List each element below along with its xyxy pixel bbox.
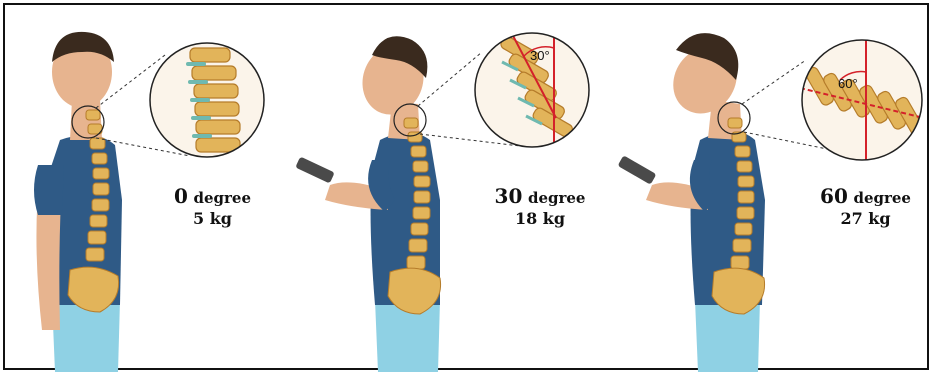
angle-label: 30°: [530, 48, 550, 63]
zoom-circle-icon: [800, 38, 925, 162]
sleeve: [34, 165, 64, 215]
caption-weight: 27 kg: [808, 209, 923, 229]
caption-unit: degree: [528, 189, 586, 207]
zoom-line-top: [742, 60, 806, 104]
caption-60-degree: 60 degree 27 kg: [808, 184, 923, 229]
pants: [52, 300, 120, 372]
smartphone-icon: [295, 157, 335, 184]
smartphone-icon: [618, 155, 657, 184]
caption-weight: 5 kg: [165, 209, 260, 229]
caption-number: 60: [820, 184, 848, 208]
angle-label: 60°: [838, 76, 858, 91]
caption-unit: degree: [853, 189, 911, 207]
caption-number: 0: [174, 184, 188, 208]
caption-30-degree: 30 degree 18 kg: [485, 184, 595, 229]
caption-unit: degree: [193, 189, 251, 207]
caption-number: 30: [495, 184, 523, 208]
zoom-line-top: [418, 52, 482, 106]
caption-weight: 18 kg: [485, 209, 595, 229]
zoom-circle-icon: [148, 40, 268, 160]
caption-0-degree: 0 degree 5 kg: [165, 184, 260, 229]
